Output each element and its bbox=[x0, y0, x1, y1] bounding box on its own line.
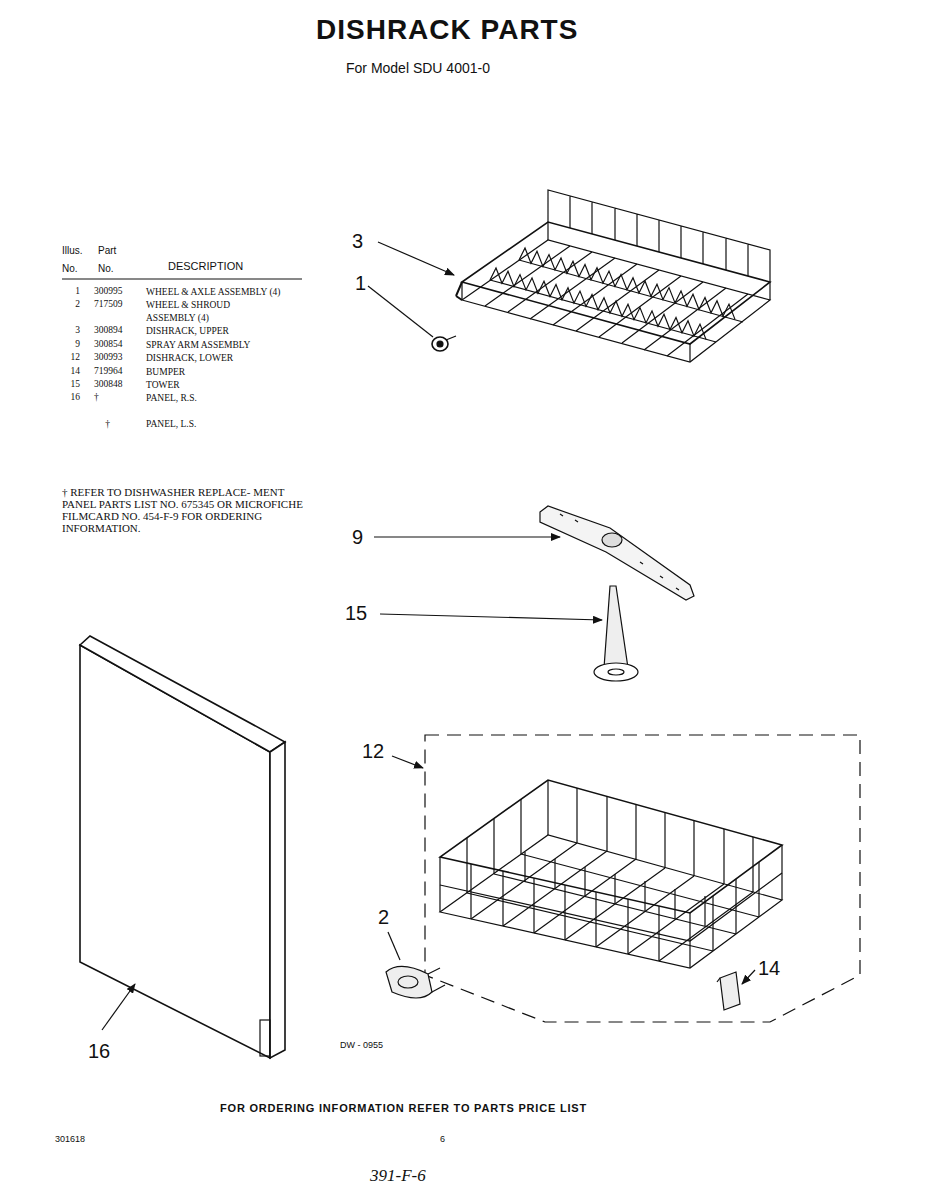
table-cell: PANEL, R.S. bbox=[146, 392, 316, 405]
callout-number: 9 bbox=[352, 526, 363, 549]
table-header: DESCRIPTION bbox=[168, 260, 243, 273]
table-cell: 14 bbox=[56, 366, 80, 377]
spray-arm bbox=[540, 506, 694, 600]
callout-number: 14 bbox=[758, 957, 780, 980]
page-title: DISHRACK PARTS bbox=[316, 14, 578, 46]
table-cell: 16 bbox=[56, 392, 80, 403]
table-cell: † bbox=[94, 392, 99, 403]
table-cell: BUMPER bbox=[146, 366, 316, 379]
bumper bbox=[717, 972, 740, 1010]
page-number: 6 bbox=[440, 1134, 445, 1144]
table-cell: DISHRACK, LOWER bbox=[146, 352, 316, 365]
wheel-shroud bbox=[386, 966, 445, 998]
table-cell: TOWER bbox=[146, 379, 316, 392]
callout-number: 15 bbox=[345, 602, 367, 625]
handwritten-note: 391-F-6 bbox=[370, 1166, 426, 1186]
table-cell: † bbox=[56, 419, 110, 430]
callout-number: 3 bbox=[352, 230, 363, 253]
callout-number: 16 bbox=[88, 1040, 110, 1063]
table-cell: 719964 bbox=[94, 366, 123, 377]
table-cell: WHEEL & SHROUD ASSEMBLY (4) bbox=[146, 299, 246, 325]
group-outline bbox=[425, 735, 860, 1022]
table-cell: 1 bbox=[56, 286, 80, 297]
table-cell: 300995 bbox=[94, 286, 123, 297]
table-cell: 9 bbox=[56, 339, 80, 350]
table-cell: 12 bbox=[56, 352, 80, 363]
panel bbox=[80, 636, 285, 1058]
lower-dishrack bbox=[440, 780, 782, 968]
drawing-number: DW - 0955 bbox=[340, 1040, 383, 1050]
table-cell: 717509 bbox=[94, 299, 123, 310]
table-cell: 300848 bbox=[94, 379, 123, 390]
document-number: 301618 bbox=[55, 1134, 85, 1144]
table-cell: 15 bbox=[56, 379, 80, 390]
upper-dishrack bbox=[456, 190, 770, 362]
table-cell: WHEEL & AXLE ASSEMBLY (4) bbox=[146, 286, 316, 299]
table-cell: 300854 bbox=[94, 339, 123, 350]
model-subtitle: For Model SDU 4001-0 bbox=[346, 60, 490, 76]
table-header: Part No. bbox=[98, 242, 128, 278]
table-cell: 300894 bbox=[94, 325, 123, 336]
table-cell: SPRAY ARM ASSEMBLY bbox=[146, 339, 316, 352]
table-cell: 2 bbox=[56, 299, 80, 310]
callout-number: 12 bbox=[362, 740, 384, 763]
callout-number: 2 bbox=[378, 906, 389, 929]
footnote: † REFER TO DISHWASHER REPLACE- MENT PANE… bbox=[62, 486, 314, 534]
table-cell: 300993 bbox=[94, 352, 123, 363]
footer-note: FOR ORDERING INFORMATION REFER TO PARTS … bbox=[220, 1102, 587, 1115]
tower bbox=[594, 586, 638, 681]
table-cell: DISHRACK, UPPER bbox=[146, 325, 316, 338]
table-header: Illus. No. bbox=[62, 242, 96, 278]
table-cell: 3 bbox=[56, 325, 80, 336]
wheel-axle bbox=[432, 336, 456, 351]
callout-number: 1 bbox=[355, 272, 366, 295]
table-cell: PANEL, L.S. bbox=[146, 419, 196, 430]
